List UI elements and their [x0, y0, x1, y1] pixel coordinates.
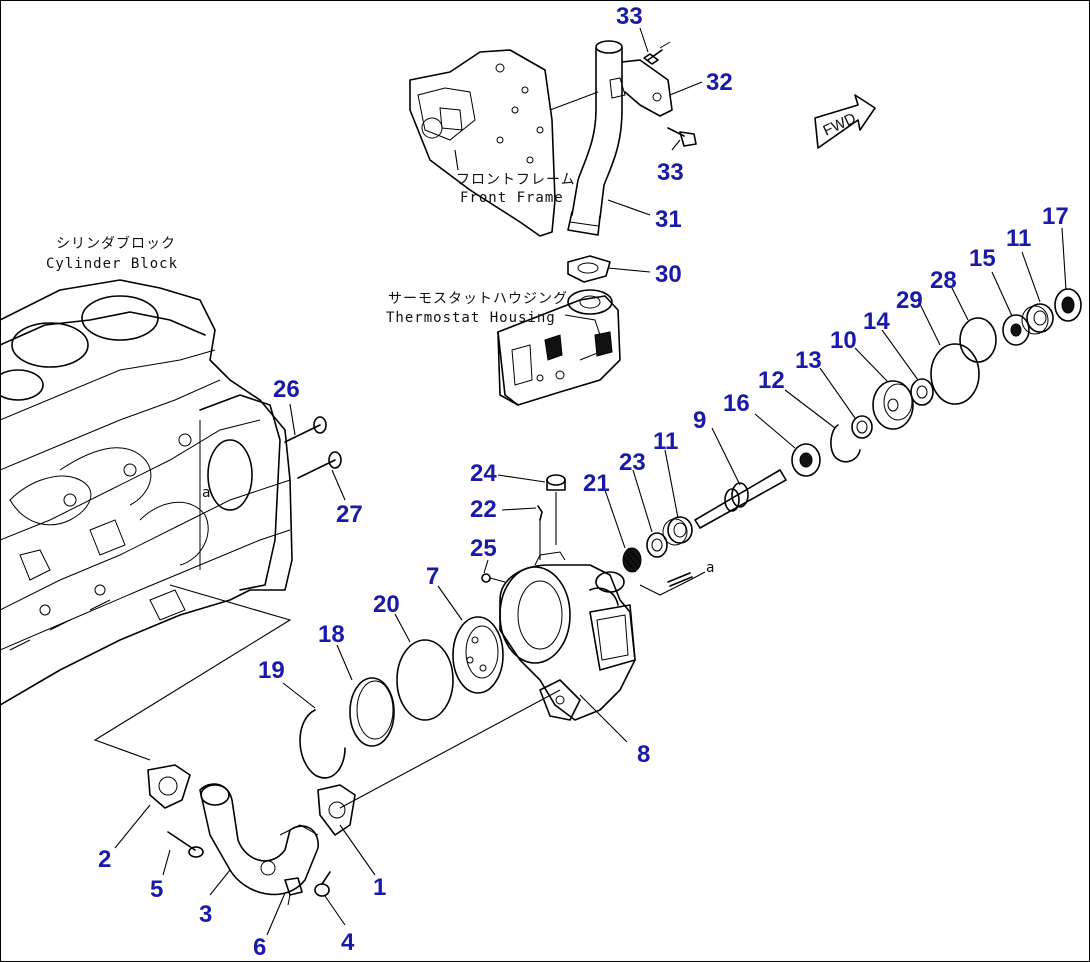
- bearing-15: [1002, 314, 1030, 346]
- bolt-26: [284, 416, 327, 443]
- callout-numbers: 33 32 33 31 30 17 11 15 28 29 14 10 13 1…: [98, 3, 1069, 961]
- callout-11-inner: 11: [653, 428, 678, 455]
- o-ring-28: [959, 317, 997, 363]
- front-frame-label-jp: フロントフレーム: [456, 172, 576, 188]
- ring-13: [851, 415, 873, 439]
- callout-18: 18: [318, 621, 345, 648]
- callout-16: 16: [723, 390, 750, 417]
- screw-25: [481, 573, 506, 583]
- callout-29: 29: [896, 287, 923, 314]
- callout-14: 14: [863, 308, 890, 335]
- callout-6: 6: [253, 934, 266, 961]
- callout-11-outer: 11: [1006, 225, 1031, 252]
- fitting-6: [284, 877, 303, 906]
- thermostat-housing-label-jp: サーモスタットハウジング: [388, 291, 568, 307]
- callout-28: 28: [930, 267, 957, 294]
- mounting-reference-line: [93, 584, 292, 761]
- callout-31: 31: [655, 206, 682, 233]
- front-frame: [409, 49, 599, 237]
- callout-1: 1: [373, 874, 386, 901]
- water-pipe: [567, 40, 623, 236]
- o-ring-29: [930, 343, 980, 405]
- callout-3: 3: [199, 901, 212, 928]
- callout-30: 30: [655, 261, 682, 288]
- seal-17: [1054, 288, 1082, 322]
- gasket-30: [567, 255, 611, 283]
- callout-4: 4: [341, 929, 355, 956]
- callout-19: 19: [258, 657, 285, 684]
- elbow-pipe-3: [199, 783, 319, 896]
- pump-housing: [499, 551, 636, 721]
- cylinder-block-label-jp: シリンダブロック: [56, 235, 176, 252]
- gasket-2: [147, 764, 191, 809]
- callout-21: 21: [583, 470, 610, 497]
- shaft-9: [694, 469, 787, 529]
- impeller-10: [872, 380, 914, 430]
- thermostat-housing: [497, 289, 621, 406]
- ref-a-leader: [639, 571, 706, 596]
- callout-26: 26: [273, 376, 300, 403]
- thermostat-housing-label-en: Thermostat Housing: [386, 310, 556, 326]
- callout-24: 24: [470, 460, 497, 487]
- callout-20: 20: [373, 591, 400, 618]
- callout-23: 23: [619, 449, 646, 476]
- callout-7: 7: [426, 563, 439, 590]
- seal-11-inner: [662, 516, 693, 546]
- callout-25: 25: [470, 535, 497, 562]
- snap-ring-12: [830, 424, 861, 463]
- callout-leaders: [114, 27, 1067, 936]
- cylinder-block: a: [0, 279, 293, 706]
- bearing-16: [791, 443, 821, 477]
- callout-17: 17: [1042, 203, 1069, 230]
- callout-33-upper: 33: [616, 3, 643, 30]
- ref-a-mark-block: a: [202, 485, 211, 501]
- callout-9: 9: [693, 407, 706, 434]
- callout-10: 10: [830, 327, 857, 354]
- bolt-33-upper: [643, 41, 671, 65]
- bolt-4: [314, 871, 331, 897]
- callout-8: 8: [637, 741, 650, 768]
- front-frame-label-en: Front Frame: [460, 190, 564, 206]
- ref-a-mark-pump: a: [706, 560, 715, 576]
- callout-12: 12: [758, 367, 785, 394]
- gasket-1: [317, 784, 356, 836]
- callout-32: 32: [706, 69, 733, 96]
- callout-15: 15: [969, 245, 996, 272]
- small-bolt: [667, 572, 693, 587]
- seal-11-outer: [1021, 303, 1054, 335]
- forward-direction-arrow: FWD: [814, 94, 876, 149]
- callout-13: 13: [795, 347, 822, 374]
- pin-22: [537, 505, 543, 521]
- snap-ring-19: [299, 709, 346, 779]
- callout-5: 5: [150, 876, 163, 903]
- plug-24: [546, 474, 566, 491]
- bolt-5: [167, 831, 204, 858]
- seal-23: [646, 532, 668, 558]
- callout-33-lower: 33: [657, 159, 684, 186]
- callout-2: 2: [98, 846, 111, 873]
- bolt-33-lower: [667, 127, 697, 147]
- o-ring-18: [349, 677, 395, 747]
- callout-27: 27: [336, 501, 363, 528]
- spring-21: [622, 547, 642, 573]
- washer-14: [910, 378, 934, 406]
- seal-plate-7: [452, 616, 504, 694]
- cylinder-block-label-en: Cylinder Block: [46, 256, 178, 272]
- bolt-27: [297, 451, 342, 479]
- callout-22: 22: [470, 496, 497, 523]
- pipe-bracket: [609, 59, 673, 117]
- o-ring-20: [396, 639, 454, 721]
